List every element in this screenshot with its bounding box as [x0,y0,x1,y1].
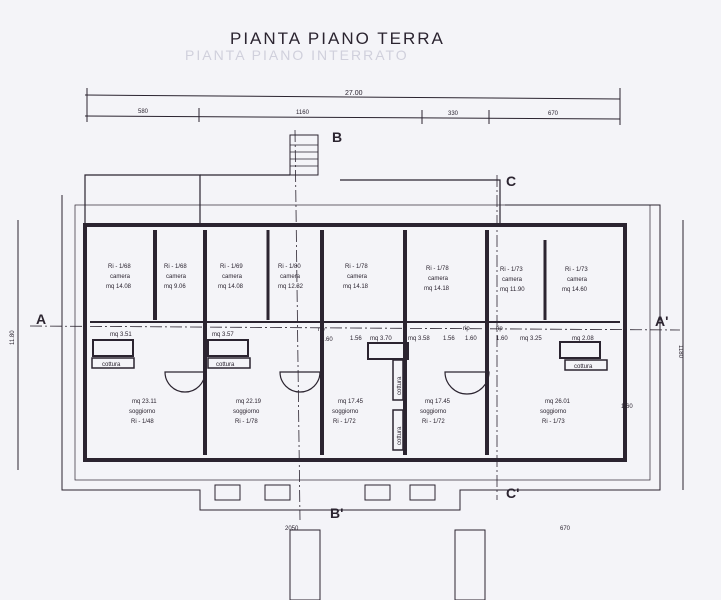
plan-label: mq 14.08 [106,284,132,290]
plan-label: soggiorno [332,409,359,415]
staircases [164,134,490,600]
plan-label: camera [428,276,449,282]
dim-right: 1180 [677,345,683,359]
plan-label: Ri - 1/72 [422,419,445,425]
plan-label: mq 22.19 [236,399,262,405]
plan-label: cottura [397,426,403,445]
dimension-lines [17,88,684,490]
plan-label: mq 3.51 [110,332,132,338]
plan-label: camera [567,277,588,283]
plan-label: Ri - 1/73 [542,419,565,425]
plan-label: mq 26.01 [545,399,571,405]
living-room: mq 26.01 soggiorno Ri - 1/73 [540,399,571,425]
plan-label: mq 2.08 [572,336,594,342]
section-a2: A' [655,313,668,329]
plan-label: camera [166,274,187,280]
plan-label: soggiorno [233,409,260,415]
living-room: mq 23.11 soggiorno Ri - 1/48 [129,399,157,425]
dim-total: 27.00 [345,90,363,97]
plan-label: Ri - 1/72 [333,419,356,425]
plan-label: rip [463,326,470,332]
plan-label: camera [502,277,523,283]
plan-label: cottura [216,362,235,368]
bathroom-fixtures [92,339,601,360]
plan-label: mq 17.45 [425,399,451,405]
plan-label: 1.60 [621,404,633,410]
bedroom: Ri - 1/68 camera mq 9.06 [164,264,187,290]
bedroom: Ri - 1/78 camera mq 14.18 [424,266,450,292]
plan-label: Ri - 1/69 [220,264,243,270]
dim-bottom-right: 670 [560,526,571,532]
plan-label: mq 3.70 [370,336,392,342]
plan-label: mq 14.08 [218,284,244,290]
ghost-title: PIANTA PIANO INTERRATO [185,47,409,63]
living-room: mq 22.19 soggiorno Ri - 1/78 [233,399,262,425]
bedroom: Ri - 1/80 camera mq 12.32 [278,264,304,290]
plan-label: soggiorno [540,409,567,415]
plan-label: mq 12.32 [278,284,304,290]
plan-label: 1.56 [350,336,362,342]
site-outline [61,195,661,511]
plan-label: Ri - 1/78 [426,266,449,272]
bedroom: Ri - 1/73 camera mq 14.60 [562,267,588,293]
plan-label: mq 3.25 [520,336,542,342]
dim-2: 1160 [296,110,310,116]
plan-label: 1.60 [321,337,333,343]
plan-label: rip [318,327,325,333]
bedroom: Ri - 1/78 camera mq 14.18 [343,264,369,290]
plan-label: mq 14.18 [424,286,450,292]
dim-3: 330 [448,111,459,117]
plan-label: 1.56 [443,336,455,342]
living-room: mq 17.45 soggiorno Ri - 1/72 [420,399,451,425]
plan-label: soggiorno [420,409,447,415]
plan-label: mq 11.90 [500,287,525,293]
living-room-labels: mq 23.11 soggiorno Ri - 1/48 mq 22.19 soggi… [129,399,571,425]
plan-label: cottura [397,376,403,395]
plan-label: camera [280,274,301,280]
plan-label: mq 17.45 [338,399,364,405]
plan-label: Ri - 1/68 [108,264,131,270]
section-c: C [506,173,516,189]
plan-label: camera [110,274,131,280]
plan-label: mq 14.18 [343,284,369,290]
plan-label: Ri - 1/80 [278,264,301,270]
small-dimension-labels: 1.60 1.56 1.56 1.60 1.60 1.60 rip rip ri… [318,326,633,410]
plan-label: 1.60 [465,336,477,342]
plan-label: Ri - 1/48 [131,419,154,425]
section-b2: B' [330,505,343,521]
building-walls [29,129,681,521]
plan-label: Ri - 1/73 [565,267,588,273]
bathroom-labels: mq 3.51 mq 3.57 mq 3.70 mq 3.58 mq 3.25 … [110,332,594,342]
plan-label: cottura [574,364,593,370]
plan-label: mq 14.60 [562,287,588,293]
section-a: A [36,311,46,327]
dim-left: 11.80 [10,330,16,345]
plan-title: PIANTA PIANO TERRA [230,29,445,48]
bedroom-labels: Ri - 1/68 camera mq 14.08 Ri - 1/68 camera m… [106,264,588,293]
plan-label: rip [496,326,503,332]
plan-label: Ri - 1/78 [345,264,368,270]
dim-bottom-left: 2050 [285,526,299,532]
plan-label: mq 9.06 [164,284,186,290]
plan-label: soggiorno [129,409,156,415]
plan-label: mq 3.58 [408,336,430,342]
kitchen-labels: cottura cottura cottura cottura cottura [91,357,608,451]
plan-label: camera [222,274,243,280]
dim-1: 580 [138,109,149,115]
plan-label: Ri - 1/68 [164,264,187,270]
plan-label: mq 23.11 [132,399,157,405]
plan-label: camera [347,274,368,280]
bedroom: Ri - 1/68 camera mq 14.08 [106,264,132,290]
plan-label: Ri - 1/78 [235,419,258,425]
plan-label: cottura [102,362,121,368]
living-room: mq 17.45 soggiorno Ri - 1/72 [332,399,364,425]
section-b: B [332,129,342,145]
plan-label: 1.60 [496,336,508,342]
plan-label: Ri - 1/73 [500,267,523,273]
section-c2: C' [506,485,519,501]
plan-label: mq 3.57 [212,332,234,338]
dim-4: 670 [548,111,559,117]
bedroom: Ri - 1/69 camera mq 14.08 [218,264,244,290]
bedroom: Ri - 1/73 camera mq 11.90 [500,267,525,293]
